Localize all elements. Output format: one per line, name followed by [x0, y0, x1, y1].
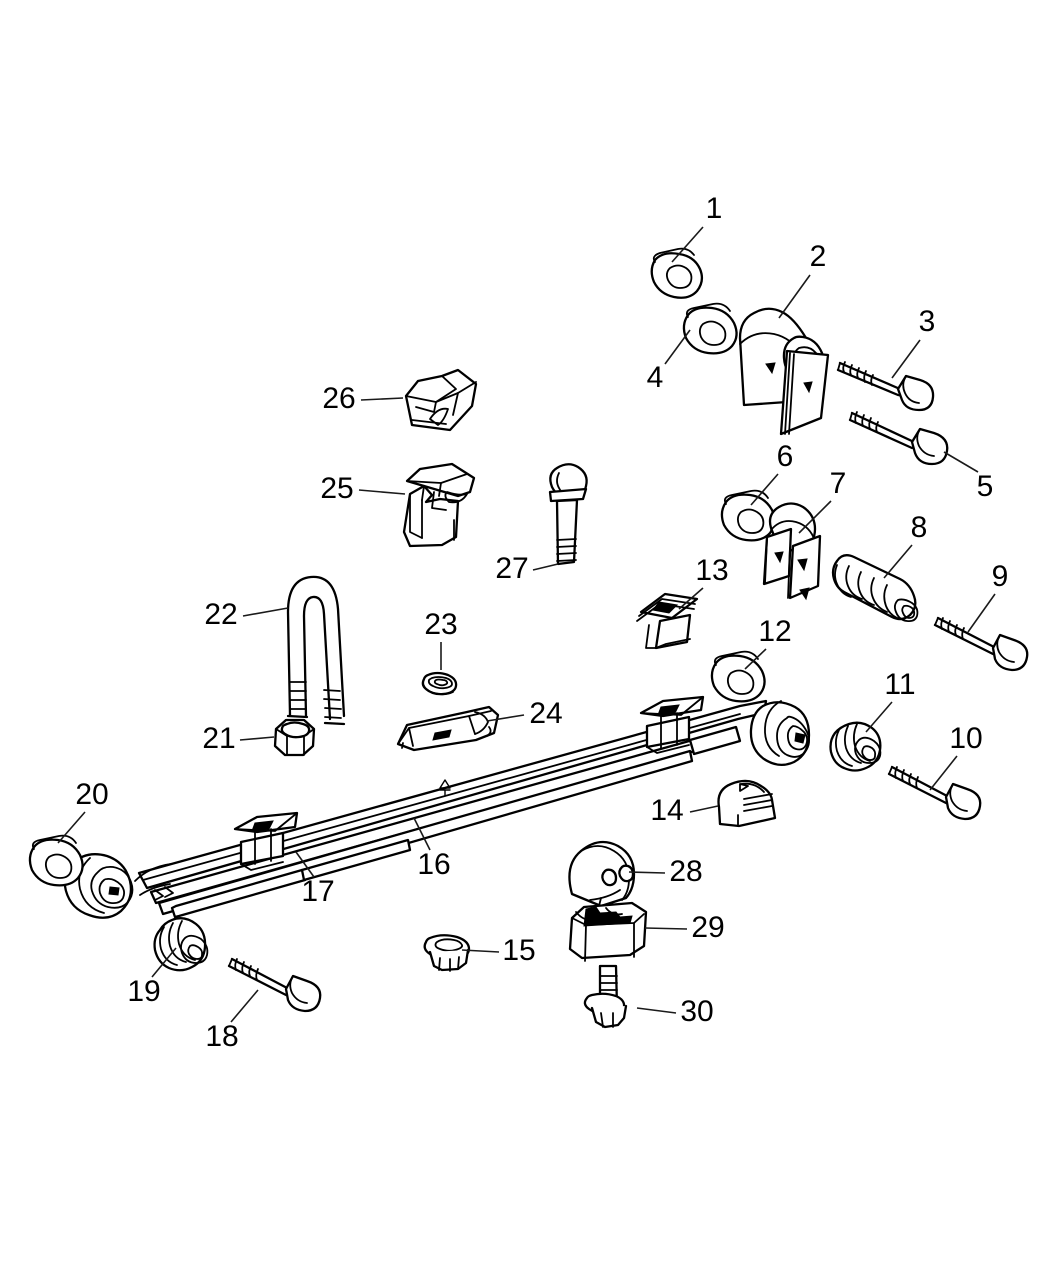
callout-number-24[interactable]: 24: [529, 697, 562, 730]
callout-number-5[interactable]: 5: [977, 470, 994, 503]
callout-number-4[interactable]: 4: [647, 361, 664, 394]
part-shackle-link: [762, 502, 822, 601]
part-bump-stop-cap: [568, 840, 636, 908]
callout-number-15[interactable]: 15: [502, 934, 535, 967]
leader-line-6: [750, 473, 779, 506]
part-axle-spring-pad-upper: [404, 368, 478, 432]
leader-line-1: [671, 226, 704, 263]
part-jounce-bumper-pad: [717, 779, 777, 828]
callout-number-25[interactable]: 25: [320, 472, 353, 505]
leader-line-28: [628, 871, 666, 874]
part-bump-stop-base: [568, 901, 648, 962]
leader-line-3: [891, 339, 921, 379]
leader-line-21: [239, 736, 275, 741]
callout-number-20[interactable]: 20: [75, 778, 108, 811]
part-leaf-spring-main: [63, 699, 811, 919]
part-bolt-lower-long: [848, 411, 949, 466]
leader-line-20: [57, 811, 86, 844]
part-shock-bushing-sleeve: [831, 554, 919, 623]
part-spring-clamp: [233, 811, 299, 871]
callout-number-10[interactable]: 10: [949, 722, 982, 755]
leader-line-9: [967, 593, 996, 633]
part-washer-plate: [421, 671, 458, 696]
leader-line-16: [413, 817, 431, 851]
part-shackle-bracket: [738, 307, 830, 436]
leader-line-7: [798, 500, 832, 534]
leader-line-8: [883, 544, 913, 579]
leader-line-24: [486, 714, 525, 722]
leader-line-14: [689, 805, 719, 813]
leader-line-17: [295, 851, 315, 878]
callout-number-19[interactable]: 19: [127, 975, 160, 1008]
part-bushing-rear-eye: [829, 721, 882, 772]
callout-number-28[interactable]: 28: [669, 855, 702, 888]
callout-number-7[interactable]: 7: [830, 467, 847, 500]
part-center-bolt-grommet: [423, 934, 471, 972]
leader-line-22: [242, 607, 289, 617]
part-bushing-washer-lower: [682, 302, 738, 355]
callout-number-9[interactable]: 9: [992, 560, 1009, 593]
leader-line-30: [636, 1007, 677, 1014]
callout-number-14[interactable]: 14: [650, 794, 683, 827]
part-spacer-bushing-upper: [720, 489, 776, 542]
callout-number-8[interactable]: 8: [911, 511, 928, 544]
leader-line-11: [865, 701, 893, 733]
callout-number-22[interactable]: 22: [204, 598, 237, 631]
leader-line-4: [664, 329, 691, 365]
callout-number-23[interactable]: 23: [424, 608, 457, 641]
callout-number-12[interactable]: 12: [758, 615, 791, 648]
part-bushing-front-eye: [153, 917, 209, 972]
callout-number-2[interactable]: 2: [810, 240, 827, 273]
leader-line-26: [360, 397, 404, 401]
leader-line-18: [230, 989, 259, 1023]
callout-number-6[interactable]: 6: [777, 440, 794, 473]
callout-number-1[interactable]: 1: [706, 192, 723, 225]
part-bolt-upper-long: [836, 361, 935, 412]
callout-number-11[interactable]: 11: [884, 668, 915, 701]
callout-number-27[interactable]: 27: [495, 552, 528, 585]
leader-line-27: [532, 563, 559, 571]
callout-number-13[interactable]: 13: [695, 554, 728, 587]
leader-line-13: [678, 587, 704, 610]
callout-number-29[interactable]: 29: [691, 911, 724, 944]
part-bolt-spring-pad: [548, 463, 588, 566]
part-spring-seat-cap: [396, 705, 500, 752]
callout-number-3[interactable]: 3: [919, 305, 936, 338]
part-u-bolt-nut: [273, 718, 316, 757]
leader-lines-group: [57, 226, 996, 1023]
leader-line-5: [943, 451, 979, 473]
leader-line-2: [778, 274, 811, 319]
leader-line-10: [929, 755, 958, 791]
callout-number-17[interactable]: 17: [301, 875, 334, 908]
part-bolt-bump-stop: [583, 964, 628, 1029]
part-bolt-front-eye: [227, 957, 322, 1013]
part-u-bolt: [286, 575, 346, 726]
callout-number-26[interactable]: 26: [322, 382, 355, 415]
callout-number-21[interactable]: 21: [202, 722, 235, 755]
callout-number-16[interactable]: 16: [417, 848, 450, 881]
leader-line-15: [461, 949, 500, 953]
part-bolt-shackle: [933, 616, 1029, 672]
callout-number-18[interactable]: 18: [205, 1020, 238, 1053]
leader-line-25: [358, 489, 406, 495]
callout-number-30[interactable]: 30: [680, 995, 713, 1028]
part-spring-clamp-right: [639, 695, 705, 754]
part-retainer-clip: [636, 592, 699, 650]
part-bolt-rear-eye: [887, 765, 982, 821]
leader-line-12: [744, 648, 767, 670]
leader-line-29: [644, 927, 688, 930]
part-axle-spring-pad-lower: [402, 462, 476, 548]
leader-line-19: [151, 947, 177, 978]
part-washer-front: [28, 834, 84, 887]
part-spacer-bushing-lower: [710, 650, 766, 703]
